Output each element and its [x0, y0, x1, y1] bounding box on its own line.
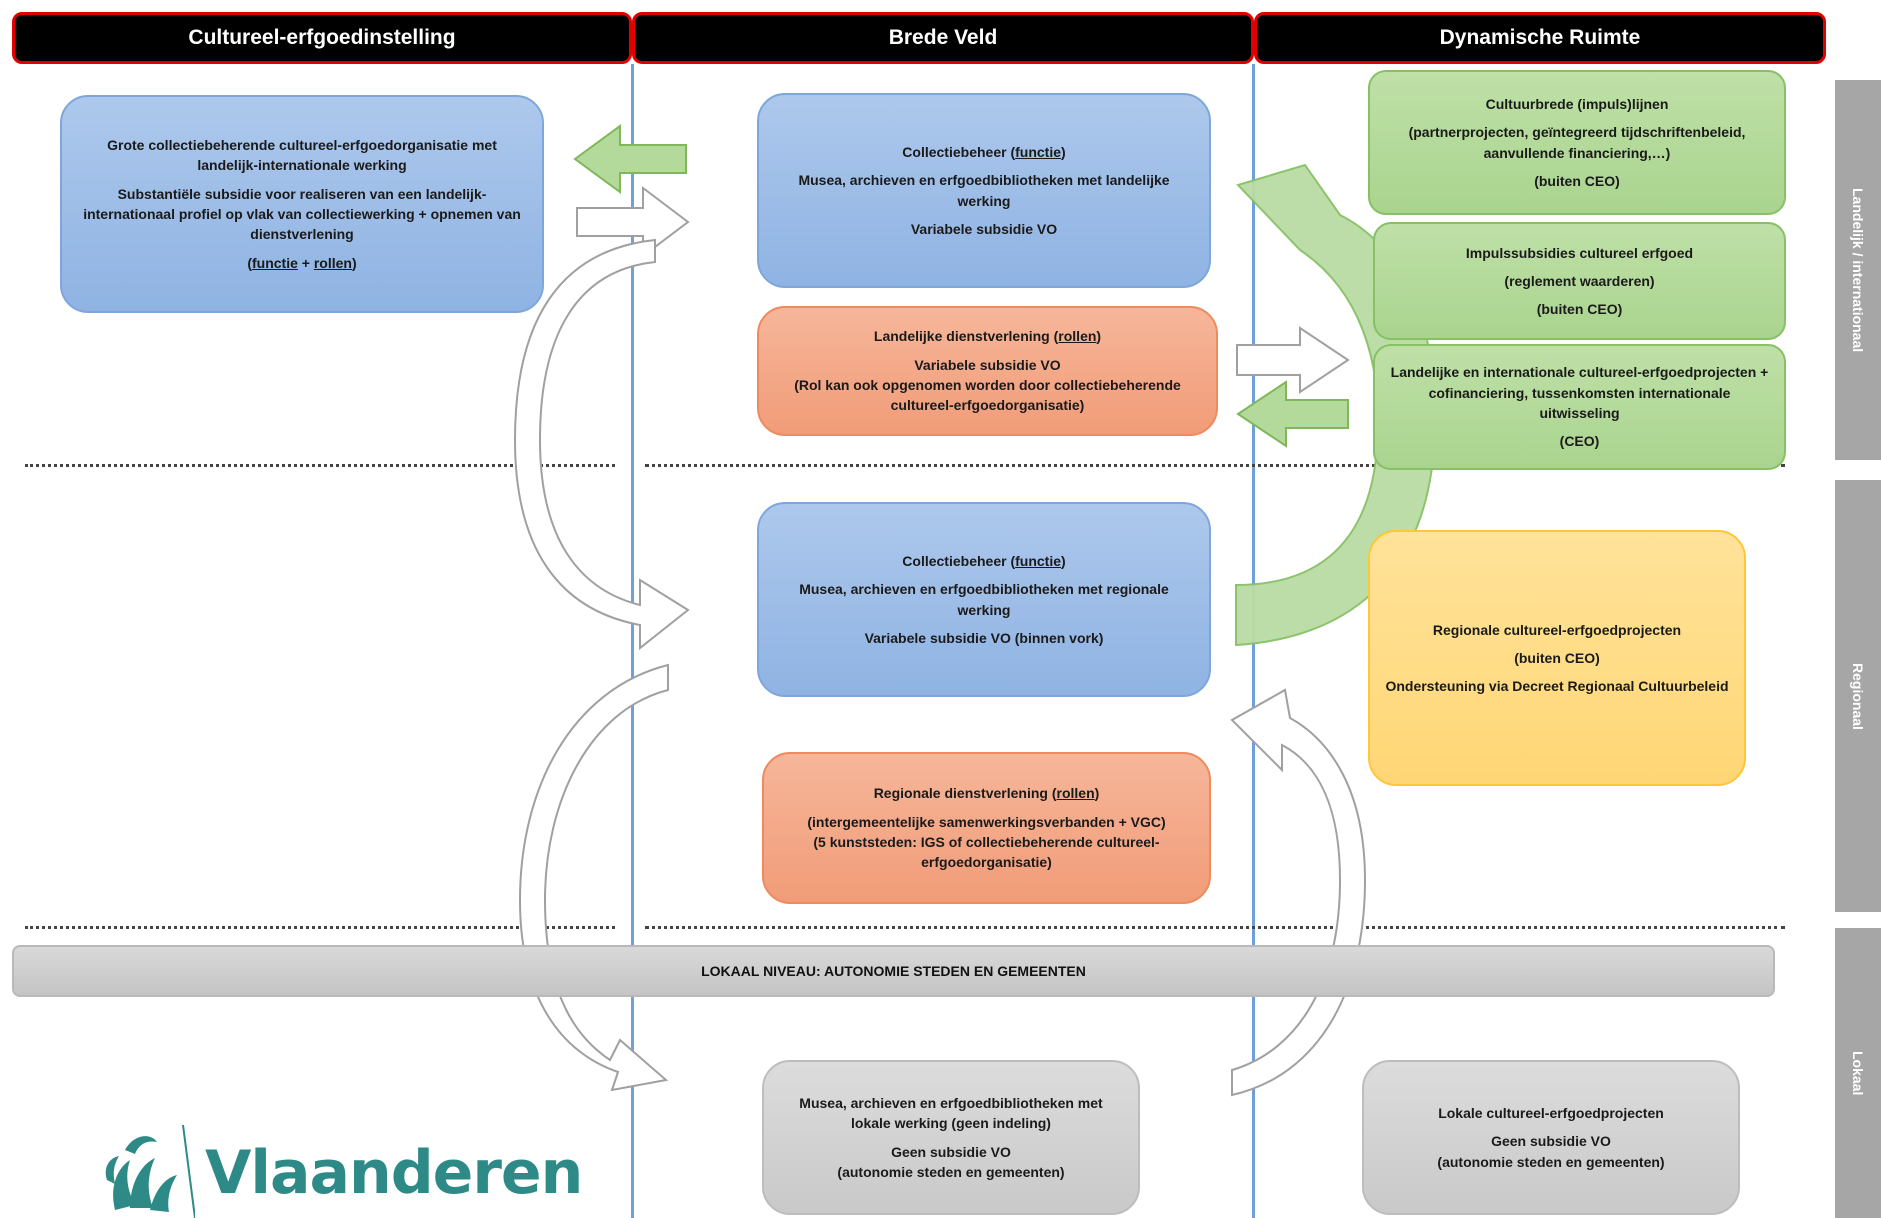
header-brede-veld: Brede Veld: [632, 12, 1254, 64]
side-label-text: Lokaal: [1850, 1050, 1866, 1096]
column-divider-left: [631, 64, 634, 1218]
box-text: (reglement waarderen): [1504, 272, 1655, 289]
logo-wordmark: Vlaanderen: [205, 1138, 583, 1208]
box-lokale-projecten: Lokale cultureel-erfgoedprojecten Geen s…: [1362, 1060, 1740, 1215]
box-grote-collectiebeherende-organisatie: Grote collectiebeherende cultureel-erfgo…: [60, 95, 544, 313]
rollen-link: rollen: [1056, 785, 1095, 802]
text-fragment: ): [351, 254, 357, 271]
level-divider: [25, 464, 615, 467]
box-lokale-musea: Musea, archieven en erfgoedbibliotheken …: [762, 1060, 1140, 1215]
box-text: (Rol kan ook opgenomen worden door colle…: [794, 377, 1181, 414]
box-title: Landelijke dienstverlening (rollen): [874, 326, 1101, 346]
header-label: Dynamische Ruimte: [1439, 26, 1641, 49]
level-divider: [645, 926, 1785, 929]
box-text: Variabele subsidie VO: [914, 356, 1061, 373]
header-cultureel-erfgoedinstelling: Cultureel-erfgoedinstelling: [12, 12, 632, 64]
side-label-landelijk: Landelijk / internationaal: [1835, 80, 1881, 460]
rollen-link: rollen: [313, 254, 352, 271]
box-collectiebeheer-regionaal: Collectiebeheer (functie) Musea, archiev…: [757, 502, 1211, 697]
box-impulssubsidies: Impulssubsidies cultureel erfgoed (regle…: [1373, 222, 1786, 340]
functie-link: functie: [1015, 143, 1062, 160]
box-text: (buiten CEO): [1534, 172, 1620, 189]
box-text: Grote collectiebeherende cultureel-erfgo…: [107, 137, 497, 174]
box-text: Impulssubsidies cultureel erfgoed: [1465, 244, 1694, 261]
arrow-right-white: [576, 185, 690, 259]
text-fragment: Regionale dienstverlening (: [873, 785, 1057, 802]
box-text: Lokale cultureel-erfgoedprojecten: [1438, 1105, 1664, 1122]
box-text: Substantiële subsidie voor realiseren va…: [83, 185, 521, 243]
arrow-curved-white: [513, 238, 690, 651]
box-cultuurbrede-impulslijnen: Cultuurbrede (impuls)lijnen (partnerproj…: [1368, 70, 1786, 215]
arrow-left-green: [1236, 380, 1349, 448]
rollen-link: rollen: [1058, 328, 1097, 345]
arrow-curved-white: [1230, 688, 1367, 1097]
box-text: Musea, archieven en erfgoedbibliotheken …: [798, 172, 1170, 209]
box-landelijke-dienstverlening: Landelijke dienstverlening (rollen) Vari…: [757, 306, 1218, 436]
box-text: Musea, archieven en erfgoedbibliotheken …: [799, 1094, 1103, 1132]
box-regionale-dienstverlening: Regionale dienstverlening (rollen) (inte…: [762, 752, 1211, 904]
box-text: (partnerprojecten, geïntegreerd tijdschr…: [1408, 124, 1746, 161]
box-text: (buiten CEO): [1536, 301, 1623, 318]
functie-link: functie: [1015, 552, 1062, 569]
functie-link: functie: [252, 254, 298, 271]
header-label: Brede Veld: [888, 26, 998, 49]
side-label-text: Landelijk / internationaal: [1850, 187, 1866, 353]
box-text: Regionale cultureel-erfgoedprojecten: [1432, 621, 1682, 638]
lokaal-niveau-label: LOKAAL NIVEAU: AUTONOMIE STEDEN EN GEMEE…: [701, 963, 1086, 979]
box-text: Geen subsidie VO: [1491, 1133, 1611, 1150]
side-label-regionaal: Regionaal: [1835, 480, 1881, 912]
box-text: Variabele subsidie VO: [910, 220, 1058, 237]
box-title: Regionale dienstverlening (rollen): [874, 783, 1100, 803]
text-fragment: ): [1061, 143, 1066, 160]
box-title: Collectiebeheer (functie): [902, 551, 1065, 571]
box-title: Collectiebeheer (functie): [902, 142, 1065, 162]
box-text: (intergemeentelijke samenwerkingsverband…: [807, 813, 1166, 830]
vlaanderen-logo: Vlaanderen: [95, 1120, 583, 1218]
header-label: Cultureel-erfgoedinstelling: [188, 26, 456, 49]
lion-icon: [105, 1124, 195, 1218]
text-fragment: Collectiebeheer (: [902, 143, 1016, 160]
text-fragment: Landelijke dienstverlening (: [873, 328, 1059, 345]
level-divider: [25, 926, 615, 929]
box-text: (5 kunststeden: IGS of collectiebeherend…: [813, 834, 1160, 871]
box-text: (autonomie steden en gemeenten): [837, 1163, 1065, 1180]
box-text: (functie + rollen): [247, 253, 356, 273]
text-fragment: ): [1096, 328, 1102, 345]
text-fragment: (: [247, 254, 252, 271]
header-dynamische-ruimte: Dynamische Ruimte: [1254, 12, 1826, 64]
box-regionale-projecten: Regionale cultureel-erfgoedprojecten (bu…: [1368, 530, 1746, 786]
box-text: Variabele subsidie VO (binnen vork): [864, 629, 1104, 646]
box-text: (autonomie steden en gemeenten): [1437, 1153, 1665, 1170]
box-text: Musea, archieven en erfgoedbibliotheken …: [799, 581, 1169, 618]
level-divider: [645, 464, 1785, 467]
text-fragment: +: [297, 254, 314, 271]
box-collectiebeheer-landelijk: Collectiebeheer (functie) Musea, archiev…: [757, 93, 1211, 288]
side-label-text: Regionaal: [1850, 662, 1866, 730]
arrow-curved-white: [518, 663, 669, 1092]
box-text: Geen subsidie VO: [891, 1143, 1011, 1160]
text-fragment: Collectiebeheer (: [902, 552, 1016, 569]
side-label-lokaal: Lokaal: [1835, 928, 1881, 1218]
arrow-right-white: [1236, 326, 1350, 394]
box-text: Landelijke en internationale cultureel-e…: [1390, 364, 1769, 421]
box-text: (buiten CEO): [1514, 649, 1600, 666]
text-fragment: ): [1061, 552, 1066, 569]
arrow-left-green: [573, 124, 687, 194]
box-landelijke-internationale-projecten: Landelijke en internationale cultureel-e…: [1373, 344, 1786, 470]
box-text: Cultuurbrede (impuls)lijnen: [1485, 95, 1669, 112]
text-fragment: ): [1094, 785, 1100, 802]
box-text: (CEO): [1559, 433, 1600, 450]
box-text: Ondersteuning via Decreet Regionaal Cult…: [1385, 678, 1729, 695]
lokaal-niveau-bar: LOKAAL NIVEAU: AUTONOMIE STEDEN EN GEMEE…: [12, 945, 1775, 997]
